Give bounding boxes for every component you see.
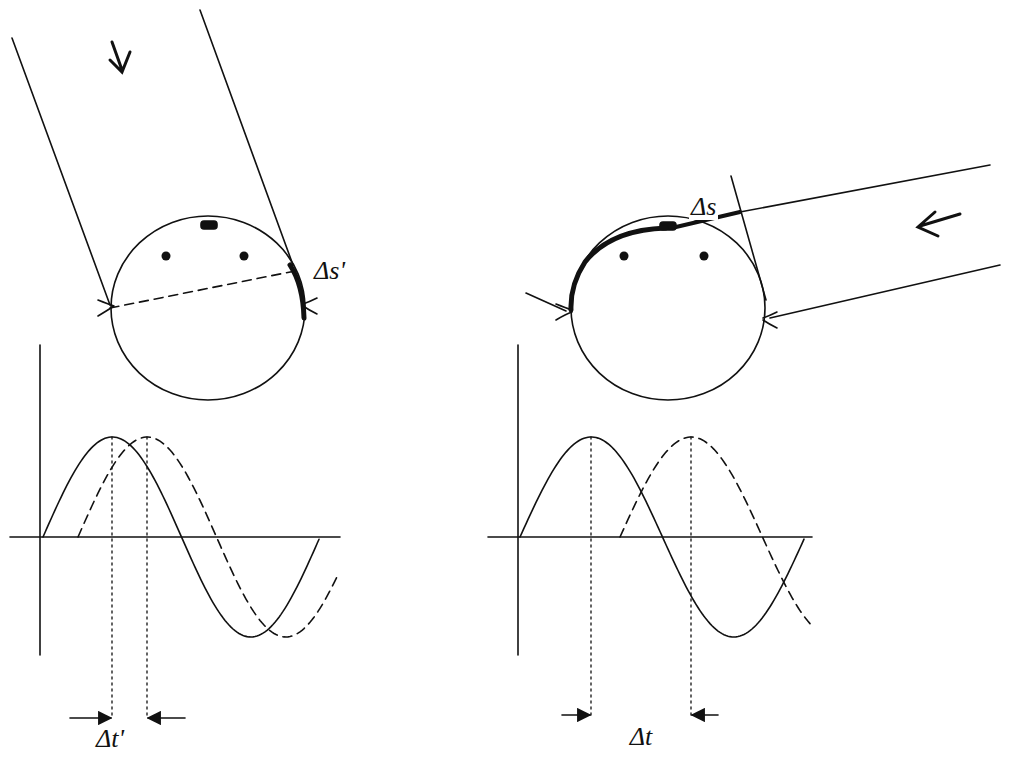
eye — [162, 252, 171, 261]
dimension-arrow — [70, 717, 111, 719]
eye — [620, 252, 629, 261]
eye — [700, 252, 709, 261]
beam-edge — [200, 10, 293, 265]
head-outline — [111, 216, 305, 400]
head-outline — [571, 216, 765, 400]
x-axis — [10, 536, 340, 538]
left-head — [12, 10, 317, 400]
nose — [201, 221, 217, 229]
time-markers — [112, 437, 691, 718]
y-axis — [39, 345, 41, 655]
waveforms — [43, 437, 810, 637]
time-label: Δt — [628, 724, 654, 750]
beam-edge — [12, 38, 110, 305]
direct-wave — [520, 437, 804, 637]
delayed-wave — [620, 437, 810, 624]
beam-edge — [740, 165, 990, 212]
time-label: Δt' — [94, 726, 126, 752]
wavefront — [110, 270, 300, 308]
direction-arrow — [918, 212, 960, 236]
y-axis — [517, 345, 519, 655]
distance-label: Δs — [689, 194, 718, 220]
beam-edge — [770, 265, 1000, 318]
right-head — [526, 165, 1000, 400]
leader-line — [526, 293, 566, 311]
ear — [763, 312, 777, 328]
dimension-arrow — [562, 714, 590, 716]
eye — [240, 252, 249, 261]
path-difference — [290, 265, 304, 318]
distance-label: Δs' — [312, 258, 347, 284]
dimension-arrow — [692, 714, 718, 716]
direction-arrow — [110, 42, 130, 72]
dimension-arrow — [148, 717, 185, 719]
path-difference — [571, 228, 666, 310]
delayed-wave — [78, 437, 338, 637]
direct-wave — [43, 437, 319, 637]
